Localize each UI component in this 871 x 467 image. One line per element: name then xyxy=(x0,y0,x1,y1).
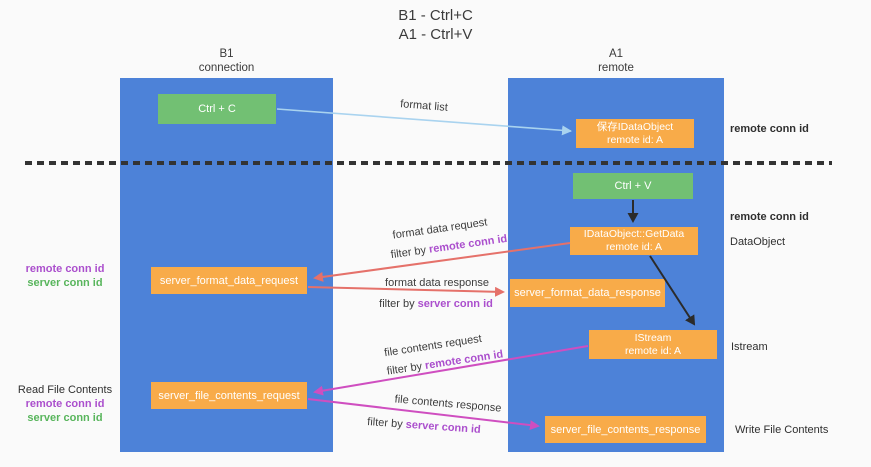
lane-a1-subtitle: remote xyxy=(598,61,634,74)
node-ctrl-c: Ctrl + C xyxy=(158,94,276,124)
left-conn-id-stack-2: Read File Contents remote conn id server… xyxy=(10,383,120,425)
remote-conn-id-text: remote conn id xyxy=(428,232,508,256)
node-save-idataobject-line1: 保存IDataObject xyxy=(596,121,674,133)
node-server-format-data-request: server_format_data_request xyxy=(151,267,307,294)
node-save-idataobject-line2: remote id: A xyxy=(606,134,664,146)
lane-a1-title: A1 xyxy=(608,48,624,60)
lane-b1-subtitle: connection xyxy=(198,61,255,74)
node-sfd-resp-label: server_format_data_response xyxy=(514,287,661,299)
side-label-remote-conn-id-mid: remote conn id xyxy=(730,211,809,223)
side-label-server-conn-id-left1: server conn id xyxy=(27,277,103,289)
node-idataobject-getdata: IDataObject::GetData remote id: A xyxy=(570,227,698,255)
node-server-file-contents-response: server_file_contents_response xyxy=(545,416,706,443)
lane-header-a1: A1 remote xyxy=(508,48,724,75)
node-ctrl-c-label: Ctrl + C xyxy=(198,103,236,115)
side-label-remote-conn-id-top: remote conn id xyxy=(730,123,809,135)
side-label-dataobject: DataObject xyxy=(730,236,786,248)
filter-by-text: filter by xyxy=(386,360,423,378)
server-conn-id-text: server conn id xyxy=(417,298,493,310)
lane-header-b1: B1 connection xyxy=(120,48,333,75)
left-conn-id-stack-1: remote conn id server conn id xyxy=(10,262,120,290)
node-istream-line1: IStream xyxy=(634,332,672,344)
node-ctrl-v-label: Ctrl + V xyxy=(614,180,652,192)
filter-by-text: filter by xyxy=(366,416,404,431)
label-format-list: format list xyxy=(399,98,449,114)
filter-by-text: filter by xyxy=(379,298,415,310)
lane-b1-title: B1 xyxy=(219,48,234,60)
label-file-contents-response: file contents response xyxy=(394,393,502,415)
label-format-data-response: format data response xyxy=(385,277,489,289)
side-label-remote-conn-id-left1: remote conn id xyxy=(25,263,105,275)
node-sfc-resp-label: server_file_contents_response xyxy=(550,423,701,436)
server-conn-id-text: server conn id xyxy=(405,418,482,436)
node-save-idataobject: 保存IDataObject remote id: A xyxy=(576,119,694,148)
side-label-istream: Istream xyxy=(731,341,768,353)
label-filter-by-server-conn-id-2: filter by server conn id xyxy=(367,416,481,436)
side-label-server-conn-id-left2: server conn id xyxy=(27,412,103,424)
node-server-format-data-response: server_format_data_response xyxy=(510,279,665,307)
node-sfc-req-label: server_file_contents_request xyxy=(158,389,300,402)
side-label-remote-conn-id-left2: remote conn id xyxy=(25,398,105,410)
title-line-1: B1 - Ctrl+C xyxy=(398,7,473,24)
side-label-write-file-contents: Write File Contents xyxy=(735,424,829,436)
node-sfd-req-label: server_format_data_request xyxy=(159,274,299,287)
node-istream: IStream remote id: A xyxy=(589,330,717,359)
title-line-2: A1 - Ctrl+V xyxy=(398,26,473,43)
side-label-read-file-contents: Read File Contents xyxy=(17,384,113,396)
node-getdata-line1: IDataObject::GetData xyxy=(583,228,685,240)
node-server-file-contents-request: server_file_contents_request xyxy=(151,382,307,409)
node-ctrl-v: Ctrl + V xyxy=(573,173,693,199)
node-istream-line2: remote id: A xyxy=(624,345,682,357)
label-filter-by-server-conn-id-1: filter by server conn id xyxy=(379,298,493,310)
diagram-title: B1 - Ctrl+C A1 - Ctrl+V xyxy=(0,6,871,44)
node-getdata-line2: remote id: A xyxy=(605,241,663,253)
remote-conn-id-text: remote conn id xyxy=(424,348,504,372)
filter-by-text: filter by xyxy=(390,244,427,262)
